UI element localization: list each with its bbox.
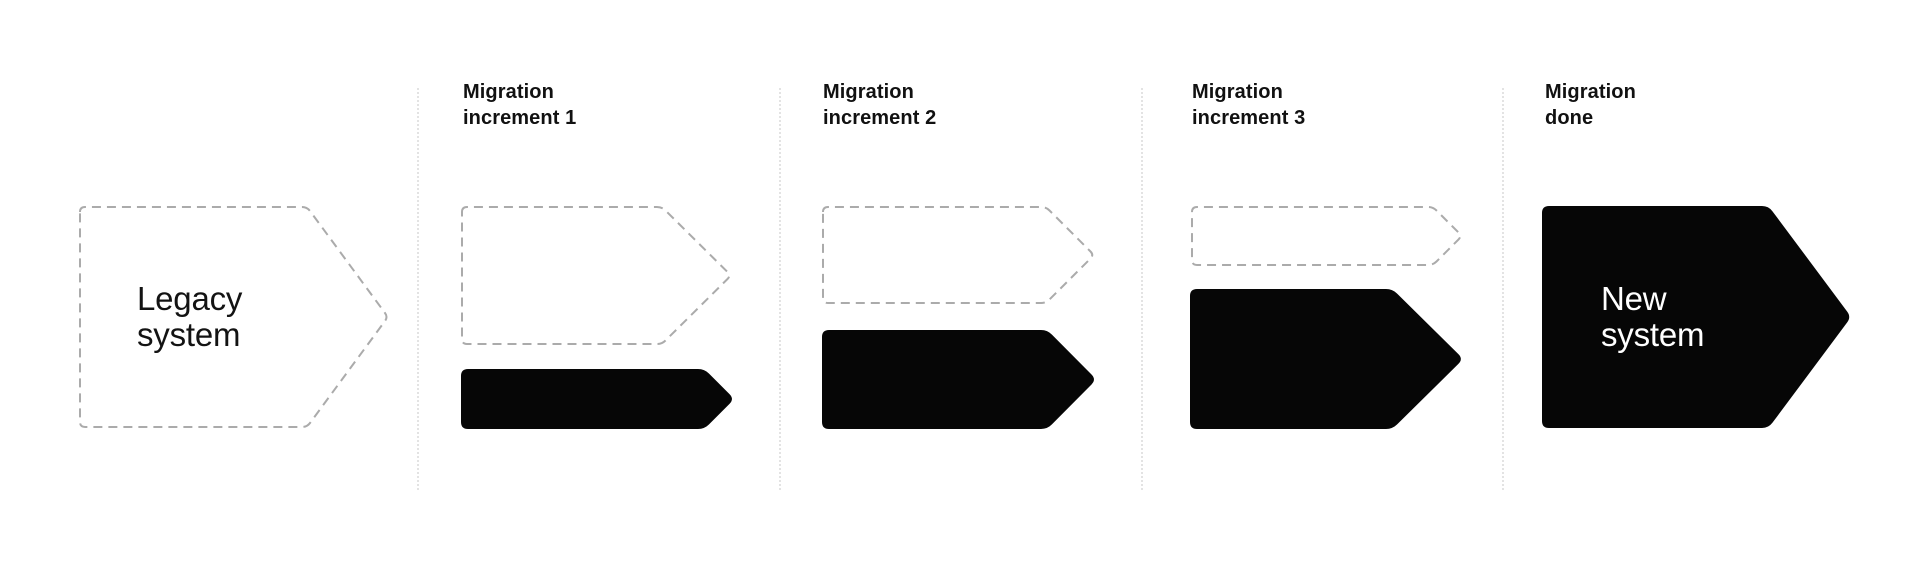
label-line-2: increment 1 <box>463 107 577 129</box>
column-divider-2 <box>779 88 781 491</box>
label-line-2: increment 3 <box>1192 107 1306 129</box>
increment-1-remaining-outline-shape <box>461 206 731 345</box>
legacy-system-title-line-2: system <box>137 316 241 353</box>
label-line-1: Migration <box>823 81 914 103</box>
increment-1-migrated-solid-shape <box>461 369 732 429</box>
label-line-1: Migration <box>1545 81 1636 103</box>
column-label-migration-increment-2: Migration increment 2 <box>823 79 936 131</box>
label-line-2: increment 2 <box>823 107 937 129</box>
legacy-system-title: Legacy system <box>80 207 388 427</box>
increment-3-migrated-solid-shape <box>1190 289 1461 429</box>
new-system-solid-shape <box>1542 206 1850 428</box>
column-divider-1 <box>417 88 419 491</box>
column-divider-3 <box>1141 88 1143 491</box>
increment-2-remaining-outline-shape <box>822 206 1094 304</box>
new-system-title-line-1: New <box>1601 280 1667 317</box>
label-line-1: Migration <box>1192 81 1283 103</box>
increment-2-migrated-solid-shape <box>822 330 1094 429</box>
column-divider-4 <box>1502 88 1504 491</box>
increment-3-remaining-outline-shape <box>1191 206 1462 266</box>
new-system-title: New system <box>1543 207 1851 427</box>
label-line-2: done <box>1545 107 1594 129</box>
legacy-system-outline-shape <box>79 206 388 428</box>
label-line-1: Migration <box>463 81 554 103</box>
legacy-system-title-line-1: Legacy <box>137 280 243 317</box>
column-label-migration-done: Migration done <box>1545 79 1636 131</box>
column-label-migration-increment-3: Migration increment 3 <box>1192 79 1305 131</box>
new-system-title-line-2: system <box>1601 316 1705 353</box>
column-label-migration-increment-1: Migration increment 1 <box>463 79 576 131</box>
